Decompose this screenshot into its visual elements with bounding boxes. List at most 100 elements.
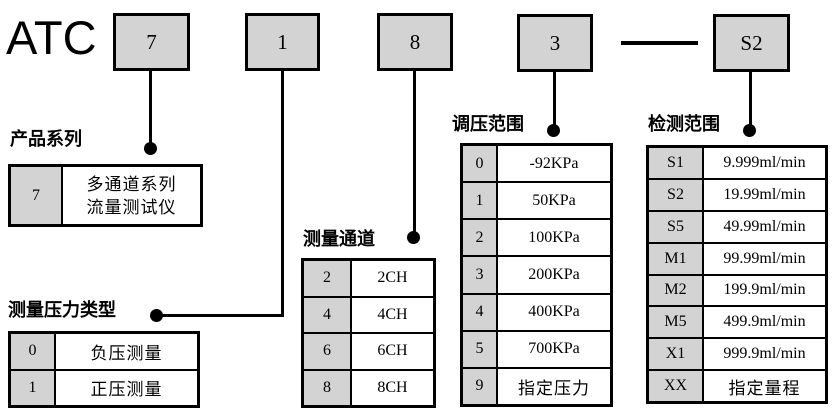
code-box-label: 8 — [409, 29, 421, 54]
table-row: 2 2CH — [304, 261, 433, 296]
table-row: 3 200KPa — [463, 255, 610, 293]
decode-table-series: 7 多通道系列 流量测试仪 — [8, 164, 203, 227]
table-row: 2 100KPa — [463, 218, 610, 256]
code-box-channels: 8 — [377, 13, 453, 71]
connector-dot-detection-range — [743, 124, 756, 137]
code-box-label: S2 — [740, 30, 763, 55]
row-value-cell: 200KPa — [528, 265, 580, 283]
row-value-cell: 9.999ml/min — [723, 153, 806, 171]
table-row: 0 负压测量 — [11, 334, 197, 369]
row-key-cell: 9 — [463, 368, 498, 404]
row-value-cell: 4CH — [377, 305, 408, 323]
row-key-cell: S1 — [649, 148, 704, 178]
table-row: 1 50KPa — [463, 181, 610, 219]
row-value-cell: -92KPa — [529, 154, 579, 172]
row-key-cell: XX — [649, 371, 704, 401]
section-title-detection-range: 检测范围 — [648, 114, 720, 134]
connector-dot-series — [144, 142, 157, 155]
table-row: 0 -92KPa — [463, 146, 610, 182]
table-row: 8 8CH — [304, 368, 433, 405]
table-row: S5 49.99ml/min — [649, 209, 825, 242]
code-box-label: 1 — [277, 29, 288, 54]
row-value-cell: 400KPa — [528, 303, 580, 321]
table-row: M2 199.9ml/min — [649, 273, 825, 306]
row-key-cell: 4 — [304, 297, 352, 332]
table-row: M5 499.9ml/min — [649, 305, 825, 338]
connector-line-channels — [413, 70, 416, 237]
row-value-cell: 700KPa — [528, 340, 580, 358]
row-key-cell: X1 — [649, 339, 704, 370]
row-value-cell: 50KPa — [532, 191, 576, 209]
row-value-cell: 指定压力 — [518, 378, 590, 398]
table-row: S1 9.999ml/min — [649, 148, 825, 178]
connector-line-detection-range — [749, 71, 752, 131]
table-row: 9 指定压力 — [463, 366, 610, 404]
row-key-cell: 1 — [11, 370, 56, 405]
row-key-cell: 0 — [11, 334, 56, 369]
code-box-pressure-range: 3 — [517, 14, 593, 72]
row-value-cell: 100KPa — [528, 228, 580, 246]
row-value-cell: 指定量程 — [728, 378, 801, 398]
table-row: X1 999.9ml/min — [649, 337, 825, 370]
row-key-cell: 0 — [463, 146, 498, 182]
section-title-series: 产品系列 — [10, 129, 82, 149]
row-key-cell: 6 — [304, 334, 352, 369]
code-separator-dash — [621, 41, 698, 45]
section-title-channels: 测量通道 — [303, 229, 375, 249]
table-row: M1 99.99ml/min — [649, 241, 825, 274]
connector-line-pressure-range — [553, 71, 556, 131]
connector-dot-pressure-type — [150, 309, 163, 322]
row-key-cell: 8 — [304, 370, 352, 405]
table-row: XX 指定量程 — [649, 369, 825, 401]
row-value-cell: 多通道系列 流量测试仪 — [63, 167, 200, 224]
row-value-line: 流量测试仪 — [86, 197, 177, 217]
brand-text: ATC — [6, 11, 97, 64]
row-key-cell: 2 — [463, 220, 498, 256]
row-key-cell: M2 — [649, 275, 704, 306]
row-key-cell: M1 — [649, 243, 704, 274]
row-value-cell: 99.99ml/min — [723, 249, 806, 267]
table-row: S2 19.99ml/min — [649, 177, 825, 210]
row-key-cell: 2 — [304, 261, 352, 296]
row-key-cell: 5 — [463, 331, 498, 367]
row-key-cell: 3 — [463, 257, 498, 293]
code-box-label: 3 — [549, 30, 561, 55]
code-box-pressure-type: 1 — [245, 13, 320, 71]
row-key-cell: 1 — [463, 183, 498, 219]
table-row: 7 多通道系列 流量测试仪 — [11, 167, 200, 224]
row-value-cell: 8CH — [377, 378, 408, 396]
row-value-cell: 499.9ml/min — [723, 313, 806, 331]
code-box-detection-range: S2 — [713, 14, 790, 72]
row-value-cell: 19.99ml/min — [723, 185, 806, 203]
row-value-cell: 49.99ml/min — [723, 217, 806, 235]
decode-table-detection-range: S1 9.999ml/min S2 19.99ml/min S5 49.99ml… — [646, 145, 828, 404]
connector-dot-channels — [407, 231, 420, 244]
row-key-cell: M5 — [649, 307, 704, 338]
connector-line-series — [149, 70, 152, 148]
table-row: 6 6CH — [304, 332, 433, 369]
table-row: 4 400KPa — [463, 292, 610, 330]
row-key-cell: 7 — [11, 167, 63, 224]
connector-line-pressure-type-horizontal — [156, 314, 284, 317]
row-value-cell: 199.9ml/min — [723, 281, 806, 299]
row-key-cell: S2 — [649, 179, 704, 210]
code-box-label: 7 — [146, 29, 157, 54]
connector-line-pressure-type-vertical — [281, 70, 284, 317]
table-row: 1 正压测量 — [11, 368, 197, 405]
row-key-cell: 4 — [463, 294, 498, 330]
section-title-pressure-range: 调压范围 — [452, 114, 524, 134]
row-value-cell: 2CH — [377, 269, 408, 287]
decode-table-pressure-range: 0 -92KPa 1 50KPa 2 100KPa 3 200KPa 4 400… — [460, 143, 613, 407]
connector-dot-pressure-range — [547, 124, 560, 137]
decode-table-channels: 2 2CH 4 4CH 6 6CH 8 8CH — [301, 258, 436, 408]
section-title-pressure-type: 测量压力类型 — [8, 300, 116, 320]
row-value-cell: 正压测量 — [90, 380, 163, 400]
table-row: 5 700KPa — [463, 329, 610, 367]
row-key-cell: S5 — [649, 211, 704, 242]
decode-table-pressure-type: 0 负压测量 1 正压测量 — [8, 331, 200, 408]
row-value-cell: 999.9ml/min — [723, 345, 806, 363]
row-value-line: 多通道系列 — [86, 174, 177, 194]
row-value-cell: 6CH — [377, 342, 408, 360]
code-box-series: 7 — [113, 13, 190, 71]
row-value-cell: 负压测量 — [90, 343, 163, 363]
